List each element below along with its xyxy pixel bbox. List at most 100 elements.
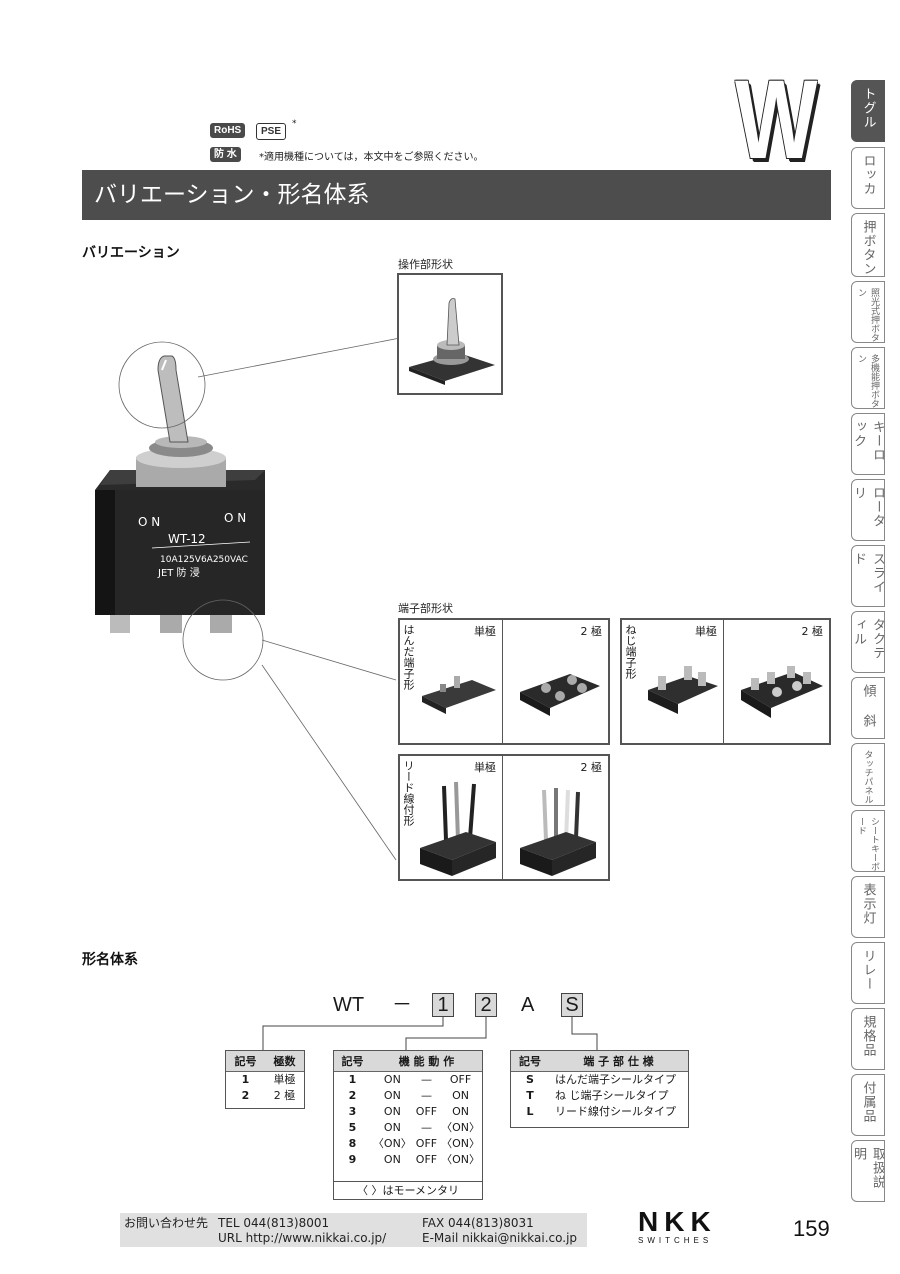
nkk-logo: NKK SWITCHES [638, 1206, 746, 1246]
terminal-shape-label: 端子部形状 [398, 602, 453, 615]
pse-asterisk: * [292, 119, 297, 129]
product-illustration: O N O N WT-12 10A125V6A250VAC JET 防 浸 [95, 337, 401, 861]
print-jet: JET 防 浸 [157, 566, 200, 579]
table-cell: 〈ON〉 [441, 1121, 480, 1134]
model-dash: － [392, 994, 412, 1016]
table-row: 2 2 極 [226, 1088, 304, 1104]
title-bar: バリエーション・形名体系 [82, 170, 831, 220]
side-tab-0[interactable]: トグル [851, 80, 885, 142]
waterproof-badge: 防 水 [210, 147, 241, 162]
screw-single-label: 単極 [695, 625, 717, 638]
page-title: バリエーション・形名体系 [94, 182, 370, 208]
table-cell: 8 [348, 1137, 357, 1150]
table-cell: L [526, 1105, 534, 1118]
screw-terminal-box: ねじ端子形 単極 2 極 [620, 618, 831, 745]
table-row: 8〈ON〉OFF〈ON〉 [334, 1136, 482, 1152]
url-link[interactable]: URL http://www.nikkai.co.jp/ [218, 1231, 387, 1245]
side-tab-4[interactable]: 多機能押ボタン [851, 347, 885, 409]
side-tab-16[interactable]: 取扱説明 [851, 1140, 885, 1202]
table-cell: OFF [415, 1153, 438, 1166]
variation-heading: バリエーション [82, 245, 180, 261]
side-tab-10[interactable]: タッチパネル [851, 743, 885, 806]
terminal-header-code: 記号 [511, 1051, 549, 1072]
table-cell: OFF [415, 1137, 438, 1150]
side-tab-2[interactable]: 押ボタン [851, 213, 885, 277]
operation-shape-label: 操作部形状 [398, 258, 453, 271]
solder-double-label: 2 極 [580, 625, 603, 638]
side-tab-15[interactable]: 付属品 [851, 1074, 885, 1136]
table-row: 1 単極 [226, 1072, 304, 1089]
lead-single-label: 単極 [474, 761, 496, 774]
side-tab-8[interactable]: タクティル [851, 611, 885, 673]
table-cell: 9 [348, 1153, 357, 1166]
table-cell: 3 [348, 1105, 357, 1118]
table-row: S はんだ端子シールタイプ [511, 1072, 688, 1089]
contact-footer: お問い合わせ先 TEL 044(813)8001 FAX 044(813)803… [120, 1213, 587, 1247]
table-cell: T [526, 1089, 534, 1102]
email-link[interactable]: E-Mail nikkai@nikkai.co.jp [422, 1231, 578, 1245]
table-cell: 単極 [273, 1073, 296, 1086]
code-poles: 1 [432, 993, 454, 1017]
table-cell: OFF [449, 1073, 472, 1086]
side-tab-11[interactable]: シートキーボード [851, 810, 885, 872]
table-cell: 5 [348, 1121, 357, 1134]
table-cell: 1 [348, 1073, 357, 1086]
side-tab-1[interactable]: ロッカ [851, 147, 885, 209]
applicability-note: *適用機種については，本文中をご参照ください。 [259, 152, 484, 163]
table-cell: ね じ端子シールタイプ [555, 1089, 669, 1102]
rohs-badge: RoHS [210, 123, 246, 138]
code-function: 2 [475, 993, 497, 1017]
side-tab-6[interactable]: ロータリ [851, 479, 885, 541]
lead-side-label: リード線付形 [402, 760, 415, 826]
solder-side-label: はんだ端子形 [402, 624, 415, 690]
side-tab-7[interactable]: スライド [851, 545, 885, 607]
table-cell: 〈ON〉 [441, 1137, 480, 1150]
table-row: T ね じ端子シールタイプ [511, 1088, 688, 1104]
screw-double-image [741, 666, 823, 718]
logo-subtext: SWITCHES [638, 1236, 713, 1245]
momentary-note: 〈 〉はモーメンタリ [334, 1181, 482, 1200]
poles-header-code: 記号 [226, 1051, 265, 1072]
terminal-table: 記号 端 子 部 仕 様 S はんだ端子シールタイプ T ね じ端子シールタイプ L リー… [511, 1051, 688, 1120]
table-cell: — [420, 1089, 432, 1102]
function-header-code: 記号 [334, 1051, 371, 1072]
table-cell: ON [383, 1153, 401, 1166]
table-cell: 2 [241, 1089, 250, 1102]
table-row: 3 ON OFF ON [334, 1104, 482, 1120]
side-tab-14[interactable]: 規格品 [851, 1008, 885, 1070]
toggle-lever-image [409, 298, 495, 385]
poles-table-frame: 記号 極数 1 単極 2 2 極 [225, 1050, 305, 1109]
table-cell: リード線付シールタイプ [555, 1105, 676, 1118]
side-tab-9[interactable]: 傾 斜 [851, 677, 885, 739]
table-cell: OFF [415, 1105, 438, 1118]
terminal-header-spec: 端 子 部 仕 様 [549, 1051, 688, 1072]
table-row: L リード線付シールタイプ [511, 1104, 688, 1120]
code-suffix-a: A [521, 994, 535, 1016]
operation-shape-box [397, 273, 503, 395]
terminal-table-frame: 記号 端 子 部 仕 様 S はんだ端子シールタイプ T ね じ端子シールタイプ L リー… [510, 1050, 689, 1128]
table-cell: S [526, 1073, 534, 1086]
table-cell: ON [383, 1073, 401, 1086]
side-tab-12[interactable]: 表示灯 [851, 876, 885, 938]
side-tab-13[interactable]: リレー [851, 942, 885, 1004]
table-cell: 2 極 [273, 1089, 296, 1102]
logo-text: NKK [638, 1206, 717, 1237]
side-tab-3[interactable]: 照光式押ボタン [851, 281, 885, 343]
lead-wire-box: リード線付形 単極 2 極 [398, 754, 610, 881]
side-tab-5[interactable]: キーロック [851, 413, 885, 475]
table-cell: ON [383, 1105, 401, 1118]
solder-double-image [520, 674, 600, 716]
table-cell: はんだ端子シールタイプ [555, 1073, 676, 1086]
tel-text: TEL 044(813)8001 [218, 1216, 330, 1230]
table-cell: 2 [348, 1089, 357, 1102]
print-rating: 10A125V6A250VAC [160, 555, 248, 565]
code-terminal: S [561, 993, 583, 1017]
table-cell: ON [452, 1105, 469, 1118]
table-cell: — [420, 1073, 432, 1086]
solder-single-image [422, 676, 496, 714]
poles-header-count: 極数 [265, 1051, 304, 1072]
print-model: WT-12 [168, 532, 206, 546]
